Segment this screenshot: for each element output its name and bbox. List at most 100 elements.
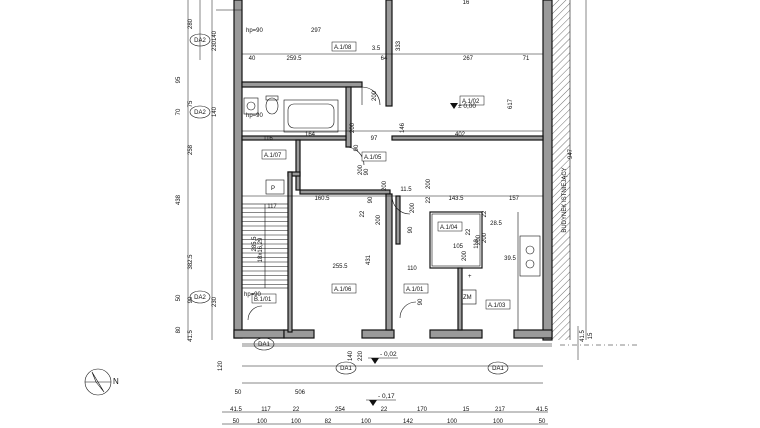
dim-bottom-row2: 100 [291, 419, 302, 425]
svg-text:- 0,02: - 0,02 [380, 351, 397, 358]
svg-text:DA1: DA1 [492, 366, 504, 372]
room-label-r102: A.1/02 [459, 95, 485, 106]
svg-text:A.1/08: A.1/08 [334, 45, 352, 51]
dim-left: 41.5 [188, 330, 194, 342]
dim-left: 230 [212, 40, 218, 51]
dim-left: 70 [176, 108, 182, 115]
dim-left: 90 [188, 296, 194, 303]
wall-interior-10 [385, 193, 393, 331]
dim-left: 382.5 [188, 254, 194, 270]
symbol-p: P [271, 186, 275, 192]
dim-horizontal: 255.5 [332, 264, 348, 270]
dim-vertical: 90 [364, 168, 370, 175]
dim-horizontal: 164 [305, 132, 316, 138]
room-label-r104: A.1/04 [437, 221, 463, 232]
hp90-top: hp=90 [246, 28, 264, 34]
dim-bottom-row1: 117 [261, 407, 271, 413]
dim-bottom-row2: 50 [233, 419, 240, 425]
dim-bottom-row2: 100 [257, 419, 268, 425]
hp90-mid: hp=90 [246, 113, 264, 119]
hp90-bot: hp=90 [244, 292, 262, 298]
wall-interior-1 [385, 0, 393, 107]
dim-vertical: 200 [426, 178, 432, 189]
wall-interior-12 [457, 267, 463, 331]
dim-vertical: 90 [368, 196, 374, 203]
svg-text:A.1/04: A.1/04 [440, 225, 458, 231]
dim-vertical: 431 [366, 254, 372, 265]
dim-horizontal: 402 [455, 132, 466, 138]
wall-bottom-2 [283, 329, 315, 339]
dim-horizontal: 3.5 [372, 46, 381, 52]
dim-vertical: 617 [508, 98, 514, 109]
stair-width: 285,5 [252, 236, 258, 252]
level-ext-2: - 0,17 [366, 393, 396, 406]
dim-vertical: 22 [466, 228, 472, 235]
wall-right [542, 0, 553, 341]
svg-text:A.1/05: A.1/05 [364, 155, 382, 161]
dim-horizontal: 11.5 [400, 187, 412, 193]
room-label-r108: A.1/08 [331, 41, 357, 52]
dim-vertical: 200 [376, 214, 382, 225]
svg-text:DA2: DA2 [194, 38, 206, 44]
dim-bottom-row1: 15 [463, 407, 470, 413]
dim-left: 258 [188, 144, 194, 155]
dim-horizontal: 16 [463, 0, 470, 6]
dim-left: 50 [176, 294, 182, 301]
toilet [265, 95, 279, 115]
stair-spec: 18x16,29 [258, 237, 264, 262]
dim-horizontal: 40 [249, 56, 256, 62]
svg-text:A.1/06: A.1/06 [334, 287, 352, 293]
bathtub [283, 99, 339, 133]
wall-bottom-3 [361, 329, 395, 339]
dim-bottom-row2: 100 [361, 419, 372, 425]
dim-horizontal: 28.5 [490, 221, 502, 227]
dim-vertical: 947 [568, 148, 574, 159]
dim-bottom-row1: 254 [335, 407, 346, 413]
room-label-r101: A.1/01 [403, 283, 429, 294]
dim-bottom-row1: 170 [417, 407, 428, 413]
dim-vertical: 200 [410, 202, 416, 213]
dim-horizontal: 506 [295, 390, 306, 396]
dim-left: 438 [176, 194, 182, 205]
dim-left: 140 [212, 106, 218, 117]
dim-horizontal: 297 [311, 28, 322, 34]
room-label-r106: A.1/06 [331, 283, 357, 294]
dim-horizontal: 110 [407, 266, 417, 272]
wall-interior-13 [395, 195, 401, 245]
dim-bottom-row1: 22 [381, 407, 388, 413]
svg-text:A.1/07: A.1/07 [264, 153, 282, 159]
dim-vertical: 220 [358, 350, 364, 361]
wall-interior-5 [241, 135, 347, 141]
wall-left [233, 0, 243, 339]
level-floor: ± 0,00 [450, 103, 476, 110]
dim-horizontal: 117 [267, 204, 277, 210]
room-label-r107: A.1/07 [261, 149, 287, 160]
dim-vertical: 200 [462, 250, 468, 261]
compass-n: N [113, 377, 119, 386]
dim-bottom-row1: 217 [495, 407, 506, 413]
room-label-rb101: B.1/01 [251, 293, 277, 304]
svg-text:A.1/01: A.1/01 [406, 287, 424, 293]
dim-vertical: 333 [396, 40, 402, 51]
svg-text:A.1/02: A.1/02 [462, 99, 480, 105]
dim-vertical: 200 [350, 122, 356, 133]
dim-vertical: 200 [382, 180, 388, 191]
dim-left: 75 [188, 100, 194, 107]
dim-vertical: 118 [474, 239, 480, 249]
axis-tag: DA1 [253, 337, 275, 351]
symbol-plus: + [468, 274, 472, 280]
svg-text:A.1/03: A.1/03 [488, 303, 506, 309]
dim-vertical: 41.5 [580, 330, 586, 342]
wall-interior-6 [295, 139, 301, 191]
svg-text:B.1/01: B.1/01 [254, 297, 272, 303]
dim-horizontal: 39.5 [504, 256, 516, 262]
svg-text:DA1: DA1 [258, 342, 270, 348]
staircase: 18x16,29 285,5 [241, 203, 289, 289]
dim-vertical: 22 [482, 210, 488, 217]
dim-bottom-row2: 82 [325, 419, 332, 425]
dim-left: 280 [188, 18, 194, 29]
dim-vertical: 200 [476, 234, 482, 245]
dim-vertical: 90 [408, 226, 414, 233]
dim-horizontal: 105 [453, 244, 464, 250]
